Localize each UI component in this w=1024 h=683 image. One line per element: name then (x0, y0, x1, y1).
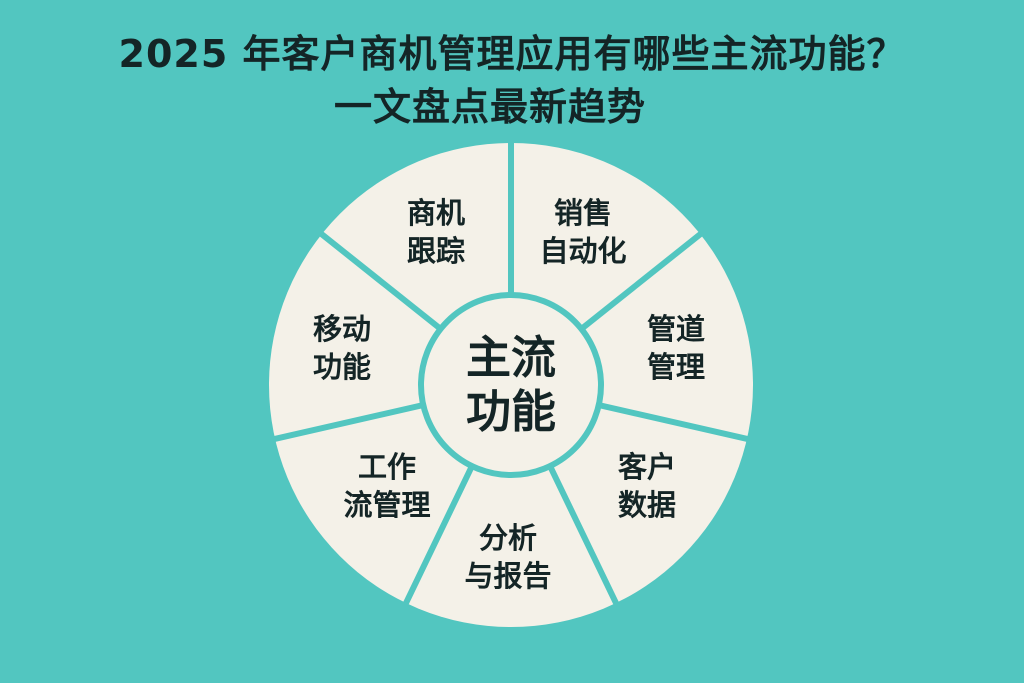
center-label-line-2: 功能 (465, 385, 557, 438)
segment-sales-automation: 销售 自动化 (539, 194, 626, 270)
page-title-line-2: 一文盘点最新趋势 (333, 85, 646, 129)
segment-label-line-2: 流管理 (343, 488, 431, 522)
segment-label-line-1: 客户 (617, 450, 677, 484)
segment-label-line-2: 功能 (312, 350, 372, 384)
segment-label-line-2: 跟踪 (406, 234, 466, 268)
center-label-line-1: 主流 (465, 331, 557, 384)
segment-mobile-features: 移动 功能 (313, 310, 371, 386)
segment-workflow-management: 工作 流管理 (343, 448, 430, 524)
segment-analytics-reporting: 分析 与报告 (464, 519, 551, 595)
segment-label-line-2: 与报告 (464, 559, 552, 593)
segment-label-line-1: 销售 (553, 196, 613, 230)
segment-label-line-2: 数据 (617, 488, 677, 522)
segment-customer-data: 客户 数据 (618, 448, 676, 524)
segment-opportunity-tracking: 商机 跟踪 (407, 194, 465, 270)
segment-label-line-1: 工作 (357, 450, 417, 484)
segment-pipeline-management: 管道 管理 (647, 310, 705, 386)
page-title-line-1: 2025 年客户商机管理应用有哪些主流功能？ (118, 32, 906, 76)
segment-label-line-1: 移动 (312, 312, 372, 346)
center-hub-label: 主流 功能 (466, 331, 556, 439)
segment-label-line-2: 管理 (646, 350, 706, 384)
segment-label-line-1: 分析 (478, 521, 538, 555)
segment-label-line-1: 商机 (406, 196, 466, 230)
wheel-center-hub (418, 292, 604, 478)
segment-label-line-1: 管道 (646, 312, 706, 346)
segment-label-line-2: 自动化 (539, 234, 627, 268)
